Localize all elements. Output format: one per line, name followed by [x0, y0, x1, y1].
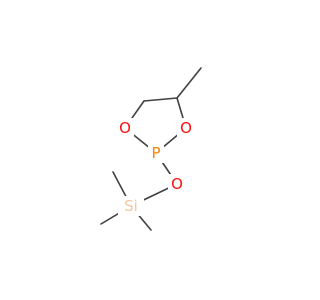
molecule-structure: O O P O Si: [100, 67, 202, 231]
atom-o-ring-left: O: [116, 118, 134, 138]
label-o-ring-left: O: [119, 119, 131, 137]
label-o-ring-right: O: [180, 119, 192, 137]
atom-p-ring: P: [148, 143, 164, 163]
bond-ring-c5-c4: [143, 97, 178, 102]
atom-si: Si: [118, 196, 144, 216]
bond-c4-methyl: [176, 67, 202, 99]
label-p-ring: P: [151, 144, 160, 162]
atom-o-link: O: [168, 174, 186, 194]
atom-o-ring-right: O: [177, 118, 195, 138]
label-si: Si: [124, 197, 138, 215]
label-o-link: O: [171, 175, 183, 193]
